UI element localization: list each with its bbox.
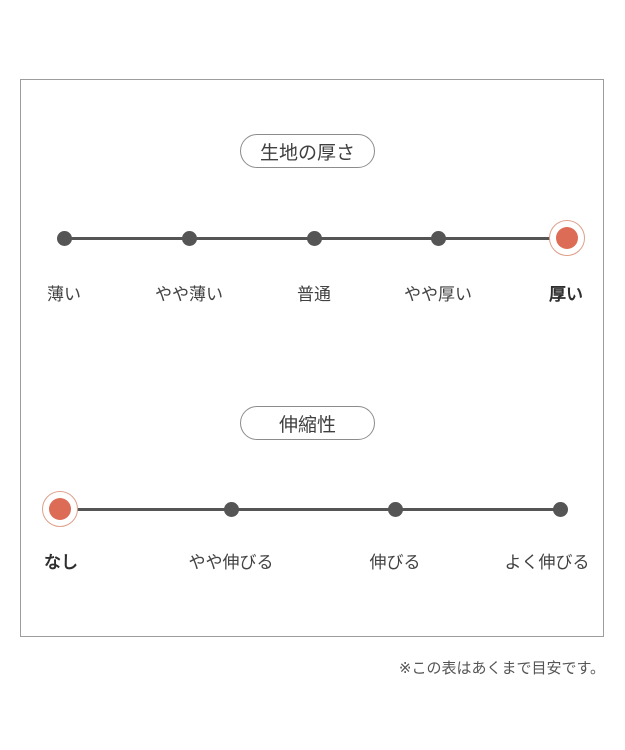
stretch-label-slightly-stretchy: やや伸びる	[188, 553, 274, 573]
stretch-point-3	[387, 502, 403, 517]
thickness-point-2	[181, 231, 197, 246]
thickness-label-slightly-thin: やや薄い	[155, 285, 223, 305]
stretch-label-none: なし	[44, 553, 78, 573]
thickness-selected-marker	[549, 220, 585, 256]
thickness-label-thin: 薄い	[47, 285, 81, 305]
thickness-point-1	[56, 231, 72, 246]
thickness-scale	[56, 218, 585, 258]
size-guide-panel	[20, 79, 604, 637]
stretch-label-stretchy: 伸びる	[369, 553, 421, 573]
stretch-scale	[42, 489, 568, 529]
thickness-label-slightly-thick: やや厚い	[404, 285, 472, 305]
stretch-label-very-stretchy: よく伸びる	[504, 553, 590, 573]
thickness-point-4	[430, 231, 446, 246]
thickness-label-normal: 普通	[297, 285, 331, 305]
thickness-point-3	[306, 231, 322, 246]
disclaimer-note: ※この表はあくまで目安です。	[398, 659, 605, 677]
stretch-heading: 伸縮性	[240, 406, 375, 440]
thickness-label-thick: 厚い	[549, 285, 583, 305]
thickness-heading: 生地の厚さ	[240, 134, 375, 168]
stretch-track	[60, 508, 560, 511]
stretch-point-2	[223, 502, 239, 517]
stretch-selected-marker	[42, 491, 78, 527]
stretch-point-4	[552, 502, 568, 517]
